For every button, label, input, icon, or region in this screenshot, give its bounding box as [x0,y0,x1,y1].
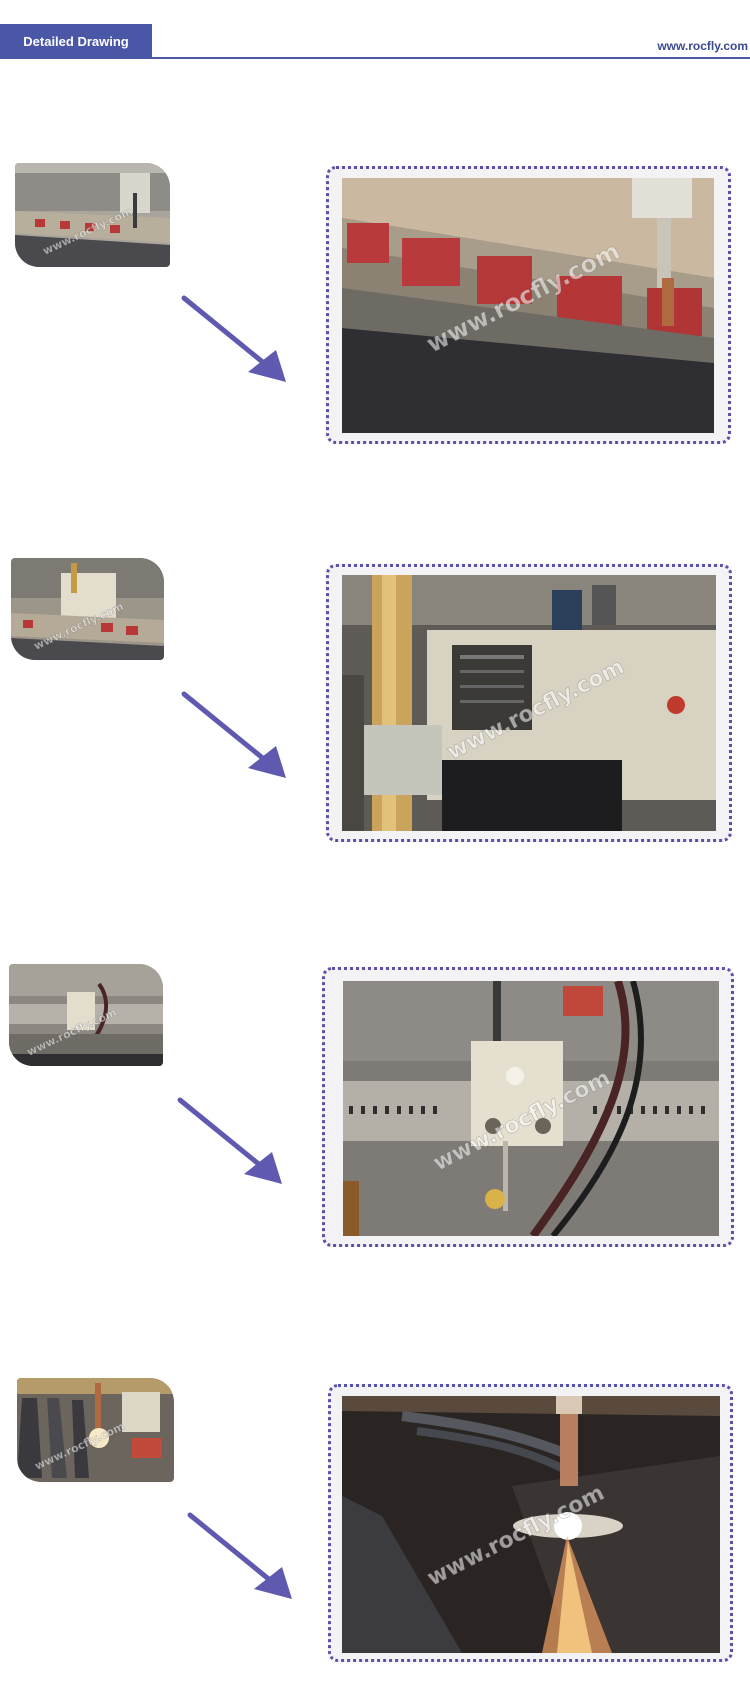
page-header: Detailed Drawing www.rocfly.com [0,0,750,62]
section-tab: Detailed Drawing [0,24,152,58]
section-tab-label: Detailed Drawing [23,33,129,49]
header-divider [0,57,750,59]
detail-photo-3: www.rocfly.com [343,981,719,1236]
site-url-link[interactable]: www.rocfly.com [657,39,748,53]
thumbnail-2: www.rocfly.com [11,558,164,660]
arrow-icon [178,288,298,398]
arrow-icon [178,684,298,794]
detail-photo-4: www.rocfly.com [342,1396,720,1653]
detail-photo-2: www.rocfly.com [342,575,716,831]
arrow-icon [174,1090,294,1200]
thumbnail-4: www.rocfly.com [17,1378,174,1482]
thumbnail-1: www.rocfly.com [15,163,170,267]
detail-photo-1: www.rocfly.com [342,178,714,433]
arrow-icon [184,1505,304,1615]
thumbnail-3: www.rocfly.com [9,964,163,1066]
